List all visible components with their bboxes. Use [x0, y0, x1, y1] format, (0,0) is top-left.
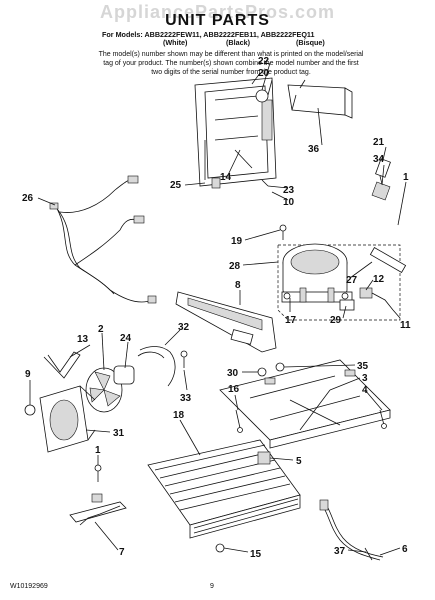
callout: 35: [357, 361, 369, 372]
callout: 8: [235, 280, 241, 291]
callout: 29: [330, 315, 342, 326]
machine-compartment-base: [219, 359, 391, 449]
condenser-coil: [147, 439, 301, 539]
condenser-fan-assembly: [85, 346, 188, 413]
foot-30: [257, 367, 267, 377]
screw-16: [235, 409, 243, 433]
callout: 24: [120, 333, 132, 344]
callout: 36: [308, 144, 320, 155]
foot-15: [215, 543, 225, 553]
callout: 15: [250, 549, 262, 560]
callout: 31: [113, 428, 125, 439]
evaporator-cover-assembly: [194, 77, 277, 189]
callout: 21: [373, 137, 385, 148]
callout: 30: [227, 368, 239, 379]
callout: 10: [283, 197, 295, 208]
callout: 26: [22, 193, 34, 204]
color-black: (Black): [226, 38, 250, 47]
foot-35: [275, 362, 285, 372]
air-duct: [287, 79, 353, 119]
callout: 28: [229, 261, 241, 272]
page-title: UNIT PARTS: [165, 12, 270, 29]
wiring-harness: [49, 175, 157, 304]
fan-shroud: [39, 385, 96, 453]
callout: 13: [77, 334, 89, 345]
callout: 7: [119, 547, 125, 558]
clip-5: [257, 451, 271, 465]
callout: 22: [258, 56, 270, 67]
callout: 32: [178, 322, 190, 333]
models-line: For Models: ABB2222FEW11, ABB2222FEB11, …: [102, 30, 315, 39]
callout: 5: [296, 456, 302, 467]
callout: 17: [285, 315, 297, 326]
lower-bracket: [69, 464, 127, 526]
callout-numbers: 22 20 36 21 34 1 14 25 23 10 26 19 28 27…: [22, 56, 411, 560]
callout: 27: [346, 275, 358, 286]
callout: 1: [403, 172, 409, 183]
callout: 25: [170, 180, 182, 191]
screw-19: [279, 224, 287, 240]
callout: 11: [400, 320, 411, 331]
document-code: W10192969: [10, 583, 48, 590]
callout: 19: [231, 236, 243, 247]
callout: 34: [373, 154, 385, 165]
compressor-group: [277, 243, 407, 321]
callout: 2: [98, 324, 104, 335]
watermark: AppliancePartsPros.com: [99, 2, 336, 22]
fan-gasket: [43, 351, 81, 379]
page-number: 9: [210, 583, 214, 590]
leader-lines: [29, 62, 407, 556]
callout: 23: [283, 185, 295, 196]
callout: 1: [95, 445, 101, 456]
callout: 6: [402, 544, 408, 555]
callout: 37: [334, 546, 346, 557]
screw-4: [379, 409, 387, 429]
color-white: (White): [163, 38, 188, 47]
callout: 33: [180, 393, 192, 404]
drain-tube: [319, 499, 384, 561]
callout: 12: [373, 274, 385, 285]
callout: 4: [362, 385, 368, 396]
drain-trough: [175, 291, 277, 353]
start-relay: [371, 158, 391, 201]
model-note: The model(s) number shown may be differe…: [98, 51, 364, 76]
callout: 20: [258, 68, 270, 79]
callout: 16: [228, 384, 240, 395]
callout: 14: [220, 172, 232, 183]
callout: 18: [173, 410, 185, 421]
color-bisque: (Bisque): [296, 38, 325, 47]
callout: 9: [25, 369, 31, 380]
grommet: [24, 404, 36, 416]
callout: 3: [362, 373, 368, 384]
